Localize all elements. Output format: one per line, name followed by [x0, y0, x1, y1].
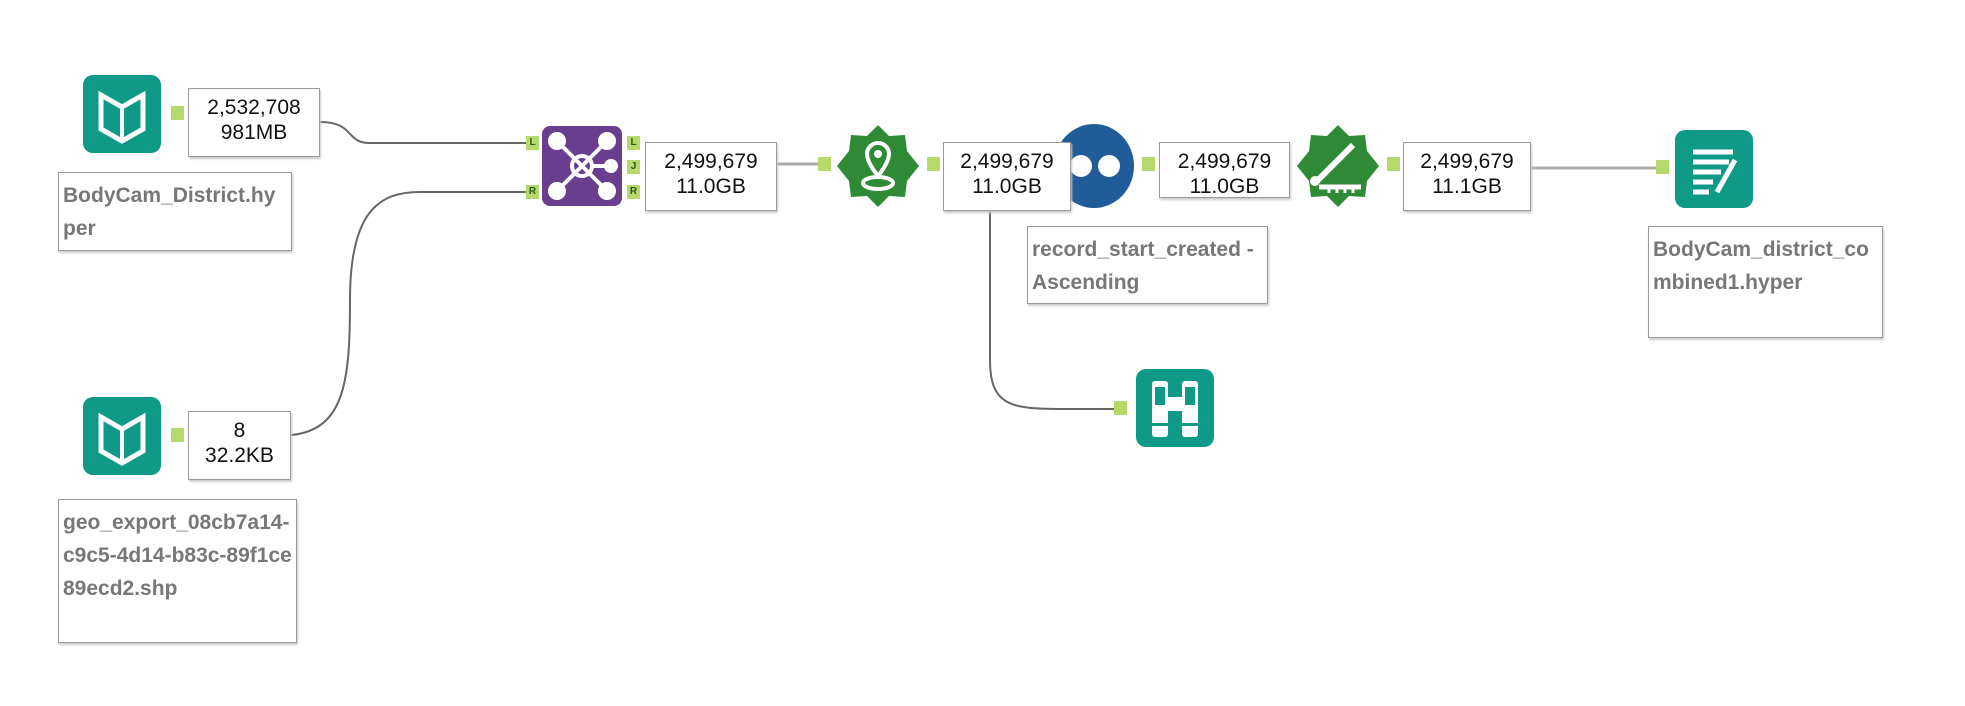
tool-annotation: BodyCam_District.hyper: [58, 172, 292, 251]
output-anchor[interactable]: [171, 106, 184, 120]
output-anchor[interactable]: [1387, 157, 1400, 171]
spatial-match-icon: [542, 126, 622, 206]
record-count: 2,499,679: [664, 150, 758, 173]
join-anchor-right-in[interactable]: R: [526, 185, 539, 199]
sort-tool[interactable]: [1053, 123, 1135, 208]
input-anchor[interactable]: [1656, 160, 1669, 174]
browse-tool[interactable]: [1134, 367, 1216, 449]
join-anchor-left-out[interactable]: L: [627, 136, 640, 150]
input-anchor[interactable]: [818, 157, 831, 171]
spatial-info-tool[interactable]: [837, 125, 919, 207]
output-anchor[interactable]: [927, 157, 940, 171]
data-size: 11.0GB: [676, 175, 746, 198]
tool-annotation: record_start_created - Ascending: [1027, 226, 1268, 304]
wire-geo-browse: [989, 200, 1120, 410]
data-size: 11.1GB: [1432, 175, 1502, 198]
record-count: 2,532,708: [207, 96, 301, 119]
input-data-tool-1[interactable]: [81, 73, 163, 155]
spatial-match-tool[interactable]: [541, 125, 623, 207]
wire-input1-join: [319, 121, 528, 144]
data-size: 11.0GB: [1189, 175, 1260, 198]
input-anchor[interactable]: [1114, 401, 1127, 415]
record-count: 2,499,679: [1177, 150, 1272, 173]
tool-annotation: geo_export_08cb7a14-c9c5-4d14-b83c-89f1c…: [58, 499, 297, 643]
input-data-icon: [83, 397, 161, 475]
data-size: 981MB: [220, 121, 288, 144]
join-anchor-join-out[interactable]: J: [627, 160, 640, 174]
output-anchor[interactable]: [171, 428, 184, 442]
wire-input2-join: [290, 191, 528, 436]
output-data-tool[interactable]: [1673, 128, 1755, 210]
record-count: 2,499,679: [1420, 150, 1514, 173]
data-size: 32.2KB: [205, 444, 274, 467]
output-anchor[interactable]: [1142, 157, 1155, 171]
tool-annotation: BodyCam_district_combined1.hyper: [1648, 226, 1883, 338]
browse-icon: [1136, 369, 1214, 447]
sort-icon: [1054, 124, 1134, 208]
sample-icon: [1297, 125, 1379, 207]
sample-tool[interactable]: [1297, 125, 1379, 207]
output-data-icon: [1675, 130, 1753, 208]
data-size: 11.0GB: [972, 175, 1042, 198]
record-count: 2,499,679: [960, 150, 1054, 173]
join-anchor-right-out[interactable]: R: [627, 185, 640, 199]
input-data-icon: [83, 75, 161, 153]
input-data-tool-2[interactable]: [81, 395, 163, 477]
record-count: 8: [233, 419, 246, 442]
spatial-info-icon: [837, 125, 919, 207]
join-anchor-left-in[interactable]: L: [526, 136, 539, 150]
